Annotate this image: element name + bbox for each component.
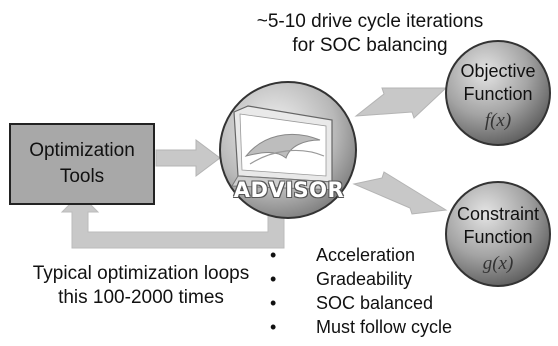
constraint-function-sphere xyxy=(445,181,551,287)
tools-to-advisor-arrow xyxy=(155,139,221,177)
objective-line1: Objective xyxy=(460,61,536,81)
constraint-line1: Constraint xyxy=(456,204,540,224)
optimization-tools-line2: Tools xyxy=(59,166,105,187)
list-item: Acceleration xyxy=(268,243,452,267)
advisor-label: ADVISOR xyxy=(233,178,345,202)
constraint-formula: g(x) xyxy=(482,253,514,274)
list-item: Must follow cycle xyxy=(268,315,452,339)
loop-note-line2: this 100-2000 times xyxy=(58,287,224,308)
constraint-line2: Function xyxy=(463,227,533,247)
optimization-tools-line1: Optimization xyxy=(29,140,135,161)
drive-cycle-note-line2: for SOC balancing xyxy=(292,35,448,56)
objective-line2: Function xyxy=(463,84,533,104)
advisor-logo-icon xyxy=(231,105,342,191)
objective-function-sphere xyxy=(445,40,551,146)
constraints-list: Acceleration Gradeability SOC balanced M… xyxy=(268,243,452,339)
advisor-objective-arrow xyxy=(354,87,448,119)
advisor-constraint-arrow xyxy=(352,171,448,215)
objective-formula: f(x) xyxy=(484,110,512,131)
list-item: SOC balanced xyxy=(268,291,452,315)
loop-note: Typical optimization loops this 100-2000… xyxy=(0,262,282,310)
optimization-tools-label: Optimization Tools xyxy=(10,124,154,204)
list-item: Gradeability xyxy=(268,267,452,291)
optimization-tools-box xyxy=(9,123,155,205)
drive-cycle-note-line1: ~5-10 drive cycle iterations xyxy=(256,11,484,32)
loop-note-line1: Typical optimization loops xyxy=(32,263,250,284)
